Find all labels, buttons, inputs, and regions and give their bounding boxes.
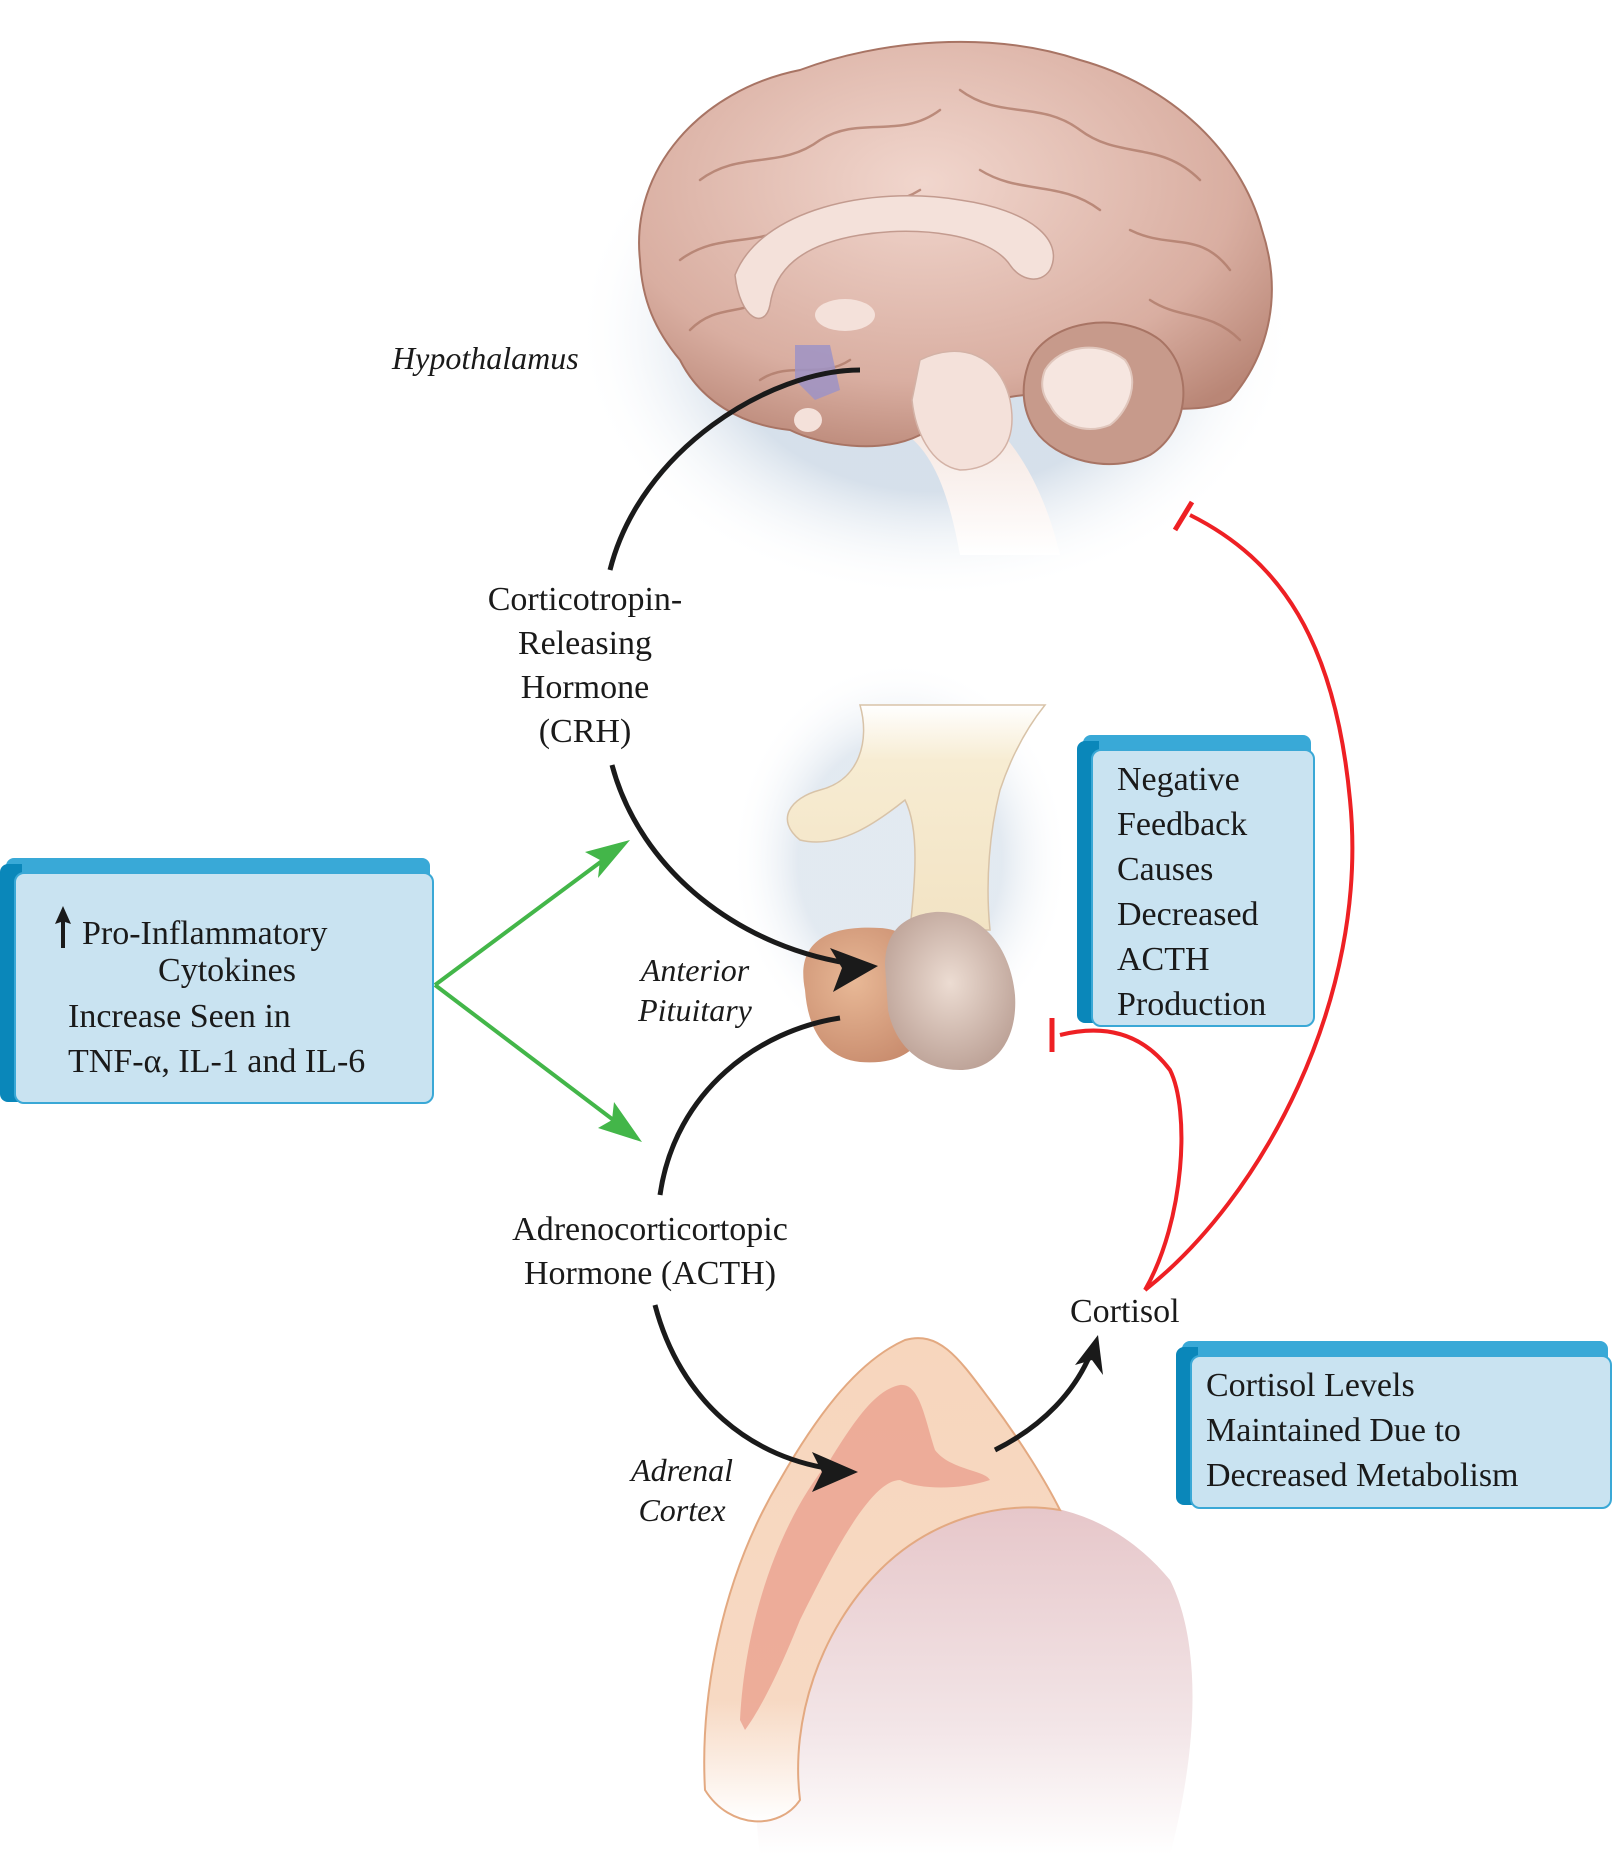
hypothalamus-inhibition-bar [1172, 500, 1195, 532]
crh-label-line: (CRH) [538, 713, 632, 750]
hypothalamus-label: Hypothalamus [392, 340, 579, 376]
thalamus [815, 299, 875, 331]
cytokines-line-4: TNF-α, IL-1 and IL-6 [68, 1043, 366, 1080]
negative-feedback-text: Negative Feedback Causes Decreased ACTH … [1117, 757, 1266, 1027]
corpus-callosum [734, 195, 1055, 319]
pituitary-illustration [730, 660, 1070, 1070]
negative-feedback-line: ACTH [1117, 941, 1210, 978]
hypothalamus-region [795, 345, 840, 400]
arbor-vitae [1041, 346, 1134, 430]
up-arrow-icon [54, 906, 72, 960]
negative-feedback-line: Negative [1117, 761, 1240, 798]
brain-illustration [575, 40, 1295, 600]
acth-to-adrenal-arrow [652, 1304, 841, 1473]
cortisol-levels-line: Cortisol Levels [1206, 1367, 1415, 1404]
adrenal-cortex-label: Adrenal Cortex [612, 1450, 752, 1530]
cytokines-line-3: Increase Seen in [68, 998, 291, 1035]
negative-feedback-line: Causes [1117, 851, 1214, 888]
crh-label-line: Releasing [517, 625, 653, 662]
posterior-pituitary [885, 911, 1016, 1070]
anterior-pituitary-line: Pituitary [638, 992, 752, 1028]
acth-arrowhead [812, 1452, 858, 1492]
acth-label-line: Hormone (ACTH) [523, 1255, 777, 1292]
pituitary-in-brain [794, 408, 822, 432]
kidney [756, 1503, 1193, 1855]
pituitary-to-acth-line [657, 1015, 841, 1196]
anterior-pituitary-label: Anterior Pituitary [615, 950, 775, 1030]
anterior-pituitary-line: Anterior [640, 952, 750, 988]
cytokines-to-crh-arrow [433, 853, 612, 987]
cortisol-levels-line: Decreased Metabolism [1206, 1457, 1519, 1494]
pituitary-stalk [786, 704, 1047, 931]
adrenal-illustration [703, 1337, 1193, 1855]
cortisol-label: Cortisol [1070, 1293, 1180, 1330]
adrenal-cortex-line: Adrenal [631, 1452, 733, 1488]
hypothalamus-to-crh-line [607, 367, 861, 571]
adrenal-to-cortisol-arrow [993, 1354, 1093, 1453]
cytokines-to-acth-arrow [433, 983, 622, 1127]
crh-label-line: Corticotropin- [487, 581, 683, 618]
cytokines-line-1: Pro-Inflammatory [54, 902, 434, 956]
cytokines-text: Pro-Inflammatory [82, 915, 328, 952]
cortisol-levels-line: Maintained Due to [1206, 1412, 1461, 1449]
box-face [1091, 749, 1315, 1027]
crh-label-line: Hormone [520, 669, 650, 706]
cortisol-arrowhead [1075, 1335, 1103, 1375]
adrenal-cortex-line: Cortex [638, 1492, 726, 1528]
acth-label: Adrenocorticortopic Hormone (ACTH) [470, 1208, 830, 1296]
acth-label-line: Adrenocorticortopic [512, 1211, 788, 1248]
negative-feedback-box: Negative Feedback Causes Decreased ACTH … [1077, 735, 1315, 1029]
pons [911, 350, 1013, 471]
crh-arrowhead [830, 948, 878, 992]
negative-feedback-line: Feedback [1117, 806, 1248, 843]
cytokines-box: Pro-Inflammatory Cytokines Increase Seen… [0, 858, 434, 1108]
cytokines-line-2: Cytokines [158, 952, 296, 989]
box-face [14, 872, 434, 1104]
box-face [1190, 1355, 1612, 1509]
negative-feedback-line: Production [1117, 986, 1267, 1023]
adrenal-medulla [740, 1384, 990, 1730]
cortisol-to-pituitary-inhibition [1059, 1028, 1184, 1291]
green-arrowhead-down [598, 1102, 642, 1142]
crh-to-pituitary-arrow [609, 764, 861, 968]
cortisol-levels-text: Cortisol Levels Maintained Due to Decrea… [1206, 1363, 1519, 1498]
negative-feedback-line: Decreased [1117, 896, 1259, 933]
cortisol-to-hypothalamus-inhibition [1143, 513, 1355, 1292]
cortisol-levels-box: Cortisol Levels Maintained Due to Decrea… [1176, 1341, 1612, 1511]
crh-label: Corticotropin- Releasing Hormone (CRH) [470, 578, 700, 754]
green-arrowhead-up [585, 840, 630, 878]
